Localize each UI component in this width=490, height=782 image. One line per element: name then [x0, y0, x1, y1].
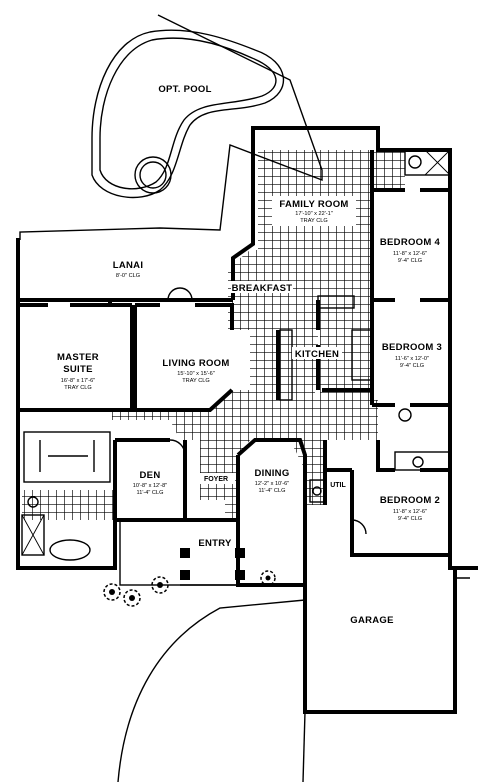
shrub-icon [123, 589, 141, 607]
family-room-label: FAMILY ROOM 17'-10" x 22'-1" TRAY CLG [272, 196, 356, 226]
svg-text:FOYER: FOYER [204, 476, 228, 483]
svg-text:TRAY CLG: TRAY CLG [64, 385, 91, 391]
den-label: DEN 10'-8" x 12'-8" 11'-4" CLG [133, 470, 167, 496]
svg-text:SUITE: SUITE [63, 364, 92, 375]
svg-text:UTIL: UTIL [330, 482, 346, 489]
room-labels: LANAI 8'-0" CLG FAMILY ROOM 17'-10" x 22… [57, 196, 442, 626]
svg-text:9'-4" CLG: 9'-4" CLG [400, 363, 424, 369]
svg-text:BEDROOM 3: BEDROOM 3 [382, 342, 442, 353]
entry-label: ENTRY [198, 538, 232, 549]
svg-text:BEDROOM 4: BEDROOM 4 [380, 237, 441, 248]
svg-text:11'-4" CLG: 11'-4" CLG [259, 488, 286, 494]
master-suite-label: MASTER SUITE 16'-8" x 17'-6" TRAY CLG [57, 352, 99, 391]
svg-text:11'-8" x 12'-6": 11'-8" x 12'-6" [393, 509, 427, 515]
svg-text:11'-8" x 12'-6": 11'-8" x 12'-6" [393, 251, 427, 257]
svg-text:DEN: DEN [140, 470, 161, 481]
svg-text:MASTER: MASTER [57, 352, 99, 363]
svg-text:DINING: DINING [254, 468, 289, 479]
shrub-icon [260, 570, 276, 586]
living-room-label: LIVING ROOM 15'-10" x 15'-6" TRAY CLG [162, 358, 229, 384]
svg-text:BEDROOM 2: BEDROOM 2 [380, 495, 440, 506]
svg-text:GARAGE: GARAGE [350, 615, 394, 626]
svg-text:8'-0" CLG: 8'-0" CLG [116, 273, 140, 279]
svg-text:BREAKFAST: BREAKFAST [232, 283, 293, 294]
landscaping [103, 570, 306, 782]
svg-text:11'-4" CLG: 11'-4" CLG [137, 490, 164, 496]
svg-text:TRAY CLG: TRAY CLG [182, 378, 209, 384]
svg-text:15'-10" x 15'-6": 15'-10" x 15'-6" [177, 371, 215, 377]
svg-text:16'-8" x 17'-6": 16'-8" x 17'-6" [61, 378, 95, 384]
shrub-icon [151, 576, 169, 594]
foyer-label: FOYER [197, 473, 235, 484]
bedroom4-label: BEDROOM 4 11'-8" x 12'-6" 9'-4" CLG [380, 237, 441, 264]
utility-label: UTIL [330, 482, 346, 489]
kitchen-label: KITCHEN [292, 347, 342, 360]
svg-text:10'-8" x 12'-8": 10'-8" x 12'-8" [133, 483, 167, 489]
svg-text:17'-10" x 22'-1": 17'-10" x 22'-1" [295, 211, 333, 217]
svg-text:9'-4" CLG: 9'-4" CLG [398, 516, 422, 522]
pool: OPT. POOL [19, 14, 323, 240]
breakfast-label: BREAKFAST [231, 281, 293, 294]
bedroom2-label: BEDROOM 2 11'-8" x 12'-6" 9'-4" CLG [380, 495, 440, 522]
pool-label: OPT. POOL [158, 84, 211, 95]
fixtures [21, 149, 470, 586]
dining-label: DINING 12'-2" x 10'-6" 11'-4" CLG [254, 468, 289, 494]
svg-text:LANAI: LANAI [113, 260, 144, 271]
svg-text:TRAY CLG: TRAY CLG [300, 218, 327, 224]
bedroom3-label: BEDROOM 3 11'-6" x 12'-0" 9'-4" CLG [382, 342, 442, 369]
garage-label: GARAGE [350, 615, 394, 626]
lanai-label: LANAI 8'-0" CLG [113, 260, 144, 279]
svg-text:9'-4" CLG: 9'-4" CLG [398, 258, 422, 264]
svg-text:FAMILY ROOM: FAMILY ROOM [279, 199, 348, 210]
svg-text:KITCHEN: KITCHEN [295, 349, 339, 360]
svg-text:12'-2" x 10'-6": 12'-2" x 10'-6" [255, 481, 289, 487]
svg-text:11'-6" x 12'-0": 11'-6" x 12'-0" [395, 356, 429, 362]
svg-text:ENTRY: ENTRY [198, 538, 232, 549]
shrub-icon [103, 583, 121, 601]
svg-text:LIVING ROOM: LIVING ROOM [162, 358, 229, 369]
